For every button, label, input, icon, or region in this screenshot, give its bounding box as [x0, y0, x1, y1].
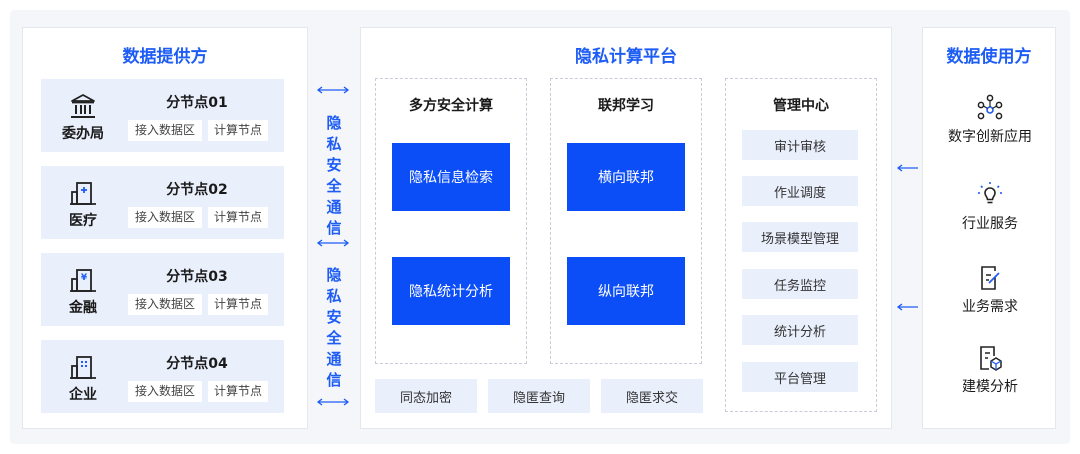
mgmt-item-audit: 审计审核: [742, 130, 858, 160]
platform-title: 隐私计算平台: [575, 47, 677, 67]
mgmt-item-statistics: 统计分析: [742, 315, 858, 345]
channel-char: 全: [326, 329, 342, 347]
private-statistics-box: 隐私统计分析: [392, 257, 510, 325]
node-card-01: 委办局 分节点01 接入数据区 计算节点: [41, 79, 284, 152]
node-name: 分节点04: [166, 356, 228, 372]
network-nodes-icon: [977, 94, 1003, 120]
node-type-label: 委办局: [62, 126, 104, 142]
channel-char: 信: [326, 219, 342, 237]
node-type-label: 医疗: [69, 213, 97, 229]
mpc-title: 多方安全计算: [409, 98, 493, 114]
channel-char: 隐: [326, 266, 342, 284]
channel-char: 通: [326, 198, 342, 216]
node-name: 分节点03: [166, 269, 228, 285]
compute-node-tag: 计算节点: [208, 294, 268, 315]
data-access-tag: 接入数据区: [128, 120, 202, 141]
use-item-label: 建模分析: [962, 379, 1018, 395]
data-user-title: 数据使用方: [946, 47, 1032, 67]
channel-char: 私: [326, 135, 342, 153]
use-item-label: 数字创新应用: [948, 129, 1032, 145]
compute-node-tag: 计算节点: [208, 120, 268, 141]
data-access-tag: 接入数据区: [128, 294, 202, 315]
left-arrow-icon: [896, 164, 918, 172]
svg-text:¥: ¥: [81, 273, 88, 283]
mgmt-item-task-monitor: 任务监控: [742, 269, 858, 299]
data-access-tag: 接入数据区: [128, 381, 202, 402]
use-item-label: 业务需求: [962, 299, 1018, 315]
node-type-label: 企业: [69, 387, 97, 403]
data-provider-title: 数据提供方: [122, 47, 208, 67]
homomorphic-encryption-box: 同态加密: [375, 379, 477, 413]
channel-char: 全: [326, 177, 342, 195]
federated-learning-title: 联邦学习: [598, 98, 654, 114]
secure-channel-label-1: 隐 私 安 全 通 信: [320, 113, 348, 239]
channel-char: 信: [326, 371, 342, 389]
use-item-label: 行业服务: [962, 216, 1018, 232]
private-query-box: 隐匿查询: [488, 379, 590, 413]
node-card-04: 企业 分节点04 接入数据区 计算节点: [41, 340, 284, 413]
mgmt-item-platform: 平台管理: [742, 362, 858, 392]
hospital-icon: [70, 182, 96, 205]
channel-char: 安: [326, 308, 342, 326]
pir-box: 隐私信息检索: [392, 143, 510, 211]
mgmt-item-scheduling: 作业调度: [742, 176, 858, 206]
channel-char: 私: [326, 287, 342, 305]
node-card-03: ¥ 金融 分节点03 接入数据区 计算节点: [41, 253, 284, 326]
bank-icon: ¥: [70, 269, 96, 292]
management-center-title: 管理中心: [773, 98, 829, 114]
left-arrow-icon: [896, 303, 918, 311]
privacy-computing-platform-panel: 隐私计算平台 多方安全计算 隐私信息检索 隐私统计分析 联邦学习 横向联邦 纵向…: [360, 27, 892, 429]
mgmt-item-scenario-model: 场景模型管理: [742, 222, 858, 252]
data-access-tag: 接入数据区: [128, 207, 202, 228]
mpc-section: 多方安全计算 隐私信息检索 隐私统计分析: [375, 78, 527, 364]
document-edit-icon: [981, 266, 1000, 290]
management-center-section: 管理中心 审计审核 作业调度 场景模型管理 任务监控 统计分析 平台管理: [725, 78, 877, 412]
model-document-icon: [980, 346, 1002, 371]
channel-char: 通: [326, 350, 342, 368]
node-type-label: 金融: [69, 300, 97, 316]
channel-char: 安: [326, 156, 342, 174]
bidirectional-arrow-icon: [316, 86, 350, 94]
horizontal-federation-box: 横向联邦: [567, 143, 685, 211]
private-set-intersection-box: 隐匿求交: [601, 379, 703, 413]
government-building-icon: [71, 94, 95, 118]
secure-channel-label-2: 隐 私 安 全 通 信: [320, 265, 348, 391]
compute-node-tag: 计算节点: [208, 381, 268, 402]
node-name: 分节点02: [166, 182, 228, 198]
channel-char: 隐: [326, 114, 342, 132]
vertical-federation-box: 纵向联邦: [567, 257, 685, 325]
node-card-02: 医疗 分节点02 接入数据区 计算节点: [41, 166, 284, 239]
federated-learning-section: 联邦学习 横向联邦 纵向联邦: [550, 78, 702, 364]
office-building-icon: [70, 356, 96, 379]
compute-node-tag: 计算节点: [208, 207, 268, 228]
lightbulb-icon: [978, 182, 1002, 204]
node-name: 分节点01: [166, 95, 228, 111]
bidirectional-arrow-icon: [316, 239, 350, 247]
data-user-panel: 数据使用方 数字创新应用 行业服务: [922, 27, 1056, 429]
bidirectional-arrow-icon: [316, 398, 350, 406]
data-provider-panel: 数据提供方 委办局 分节点01 接入数据区 计算节点 医疗 分节点02 接入数据…: [22, 27, 308, 429]
